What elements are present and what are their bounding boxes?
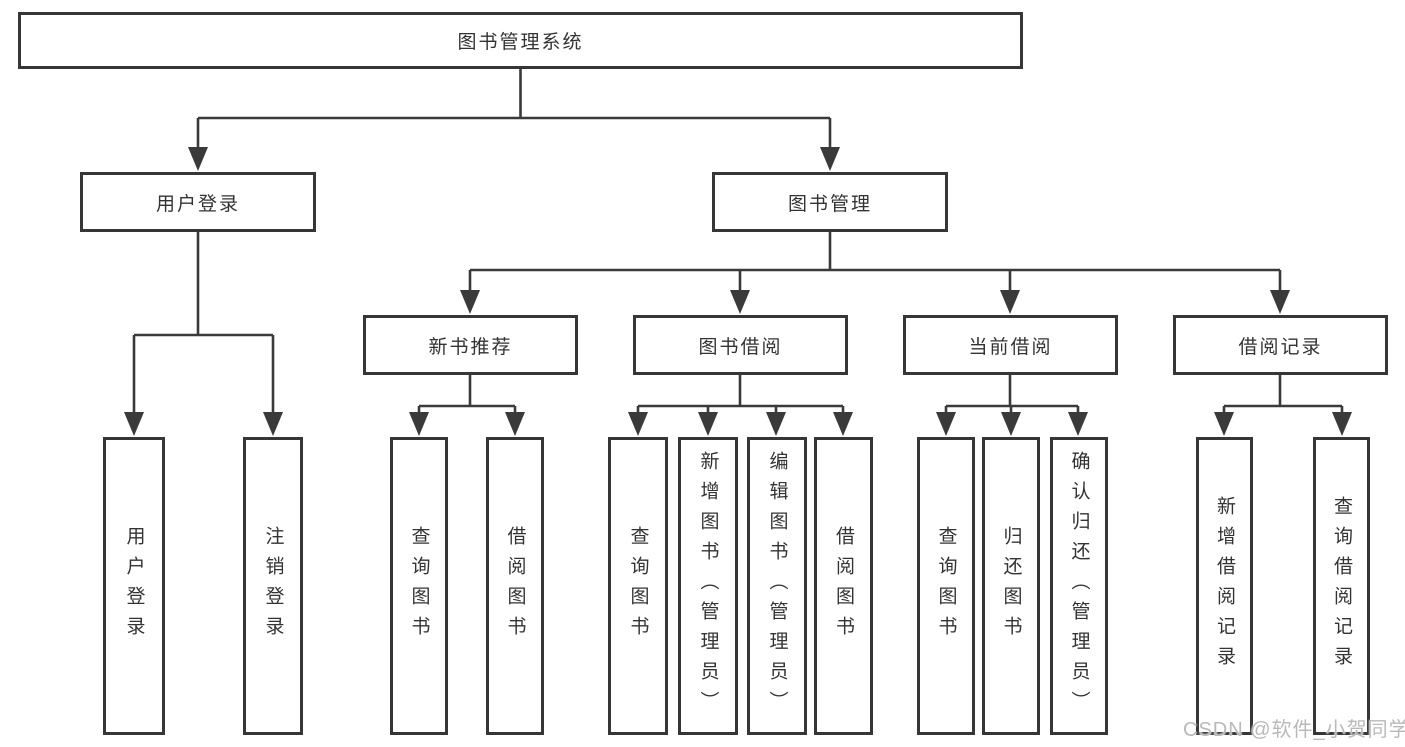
arrowhead-icon	[1332, 412, 1352, 436]
arrowhead-icon	[1214, 412, 1234, 436]
arrowhead-icon	[188, 147, 208, 171]
leaf-add-borrow-record: 新增借阅记录	[1196, 437, 1253, 735]
arrowhead-icon	[730, 290, 750, 314]
node-borrow-records-label: 借阅记录	[1238, 336, 1323, 358]
leaf-user-login-label: 用户登录	[123, 526, 145, 646]
node-new-book-recommend: 新书推荐	[363, 315, 578, 375]
leaf-borrow-books-recommend: 借阅图书	[486, 437, 544, 735]
connector-path	[417, 375, 517, 414]
node-book-management: 图书管理	[712, 172, 948, 232]
arrowhead-icon	[409, 412, 429, 436]
leaf-add-books-admin: 新增图书（管理员）	[678, 437, 738, 735]
leaf-query-books-current-label: 查询图书	[935, 526, 957, 646]
arrowhead-icon	[766, 412, 786, 436]
connector-path	[636, 375, 845, 414]
leaf-query-books-recommend: 查询图书	[390, 437, 448, 735]
connector-path	[468, 232, 1282, 296]
leaf-borrow-books-recommend-label: 借阅图书	[504, 526, 526, 646]
node-book-borrow: 图书借阅	[633, 315, 848, 375]
arrowhead-icon	[263, 412, 283, 436]
arrowhead-icon	[833, 412, 853, 436]
arrowhead-icon	[1000, 290, 1020, 314]
node-user-login: 用户登录	[80, 172, 316, 232]
arrowhead-icon	[820, 147, 840, 171]
arrowhead-icon	[628, 412, 648, 436]
node-new-book-recommend-label: 新书推荐	[428, 336, 513, 358]
arrowhead-icon	[1001, 412, 1021, 436]
connector-path	[132, 232, 275, 414]
node-root: 图书管理系统	[18, 12, 1023, 69]
leaf-edit-books-admin: 编辑图书（管理员）	[747, 437, 807, 735]
connector-path	[1222, 375, 1344, 414]
node-book-management-label: 图书管理	[787, 193, 872, 215]
arrowhead-icon	[1270, 290, 1290, 314]
leaf-query-borrow-record-label: 查询借阅记录	[1331, 496, 1352, 676]
leaf-query-books-borrow: 查询图书	[608, 437, 668, 735]
node-root-label: 图书管理系统	[457, 32, 584, 53]
leaf-query-books-current: 查询图书	[917, 437, 975, 735]
node-borrow-records: 借阅记录	[1173, 315, 1388, 375]
connector-path	[944, 375, 1080, 414]
leaf-user-login: 用户登录	[103, 437, 165, 735]
leaf-edit-books-admin-label: 编辑图书（管理员）	[766, 451, 788, 721]
arrowhead-icon	[1068, 412, 1088, 436]
arrowhead-icon	[505, 412, 525, 436]
node-book-borrow-label: 图书借阅	[698, 336, 783, 358]
arrowhead-icon	[460, 290, 480, 314]
leaf-logout: 注销登录	[243, 437, 303, 735]
node-current-borrow: 当前借阅	[903, 315, 1118, 375]
node-current-borrow-label: 当前借阅	[968, 336, 1053, 358]
leaf-query-books-recommend-label: 查询图书	[408, 526, 430, 646]
leaf-return-books-label: 归还图书	[1000, 526, 1022, 646]
leaf-logout-label: 注销登录	[262, 526, 284, 646]
leaf-confirm-return-admin: 确认归还（管理员）	[1050, 437, 1108, 735]
csdn-watermark: CSDN @软件_小贺同学	[1183, 719, 1405, 741]
leaf-add-books-admin-label: 新增图书（管理员）	[697, 451, 719, 721]
connector-path	[196, 69, 832, 152]
leaf-query-books-borrow-label: 查询图书	[627, 526, 649, 646]
leaf-query-borrow-record: 查询借阅记录	[1313, 437, 1370, 735]
leaf-borrow-books-label: 借阅图书	[833, 526, 854, 646]
leaf-add-borrow-record-label: 新增借阅记录	[1214, 496, 1235, 676]
arrowhead-icon	[698, 412, 718, 436]
leaf-return-books: 归还图书	[982, 437, 1040, 735]
leaf-confirm-return-admin-label: 确认归还（管理员）	[1068, 451, 1090, 721]
arrowhead-icon	[124, 412, 144, 436]
arrowhead-icon	[936, 412, 956, 436]
node-user-login-label: 用户登录	[155, 193, 240, 215]
leaf-borrow-books: 借阅图书	[814, 437, 873, 735]
